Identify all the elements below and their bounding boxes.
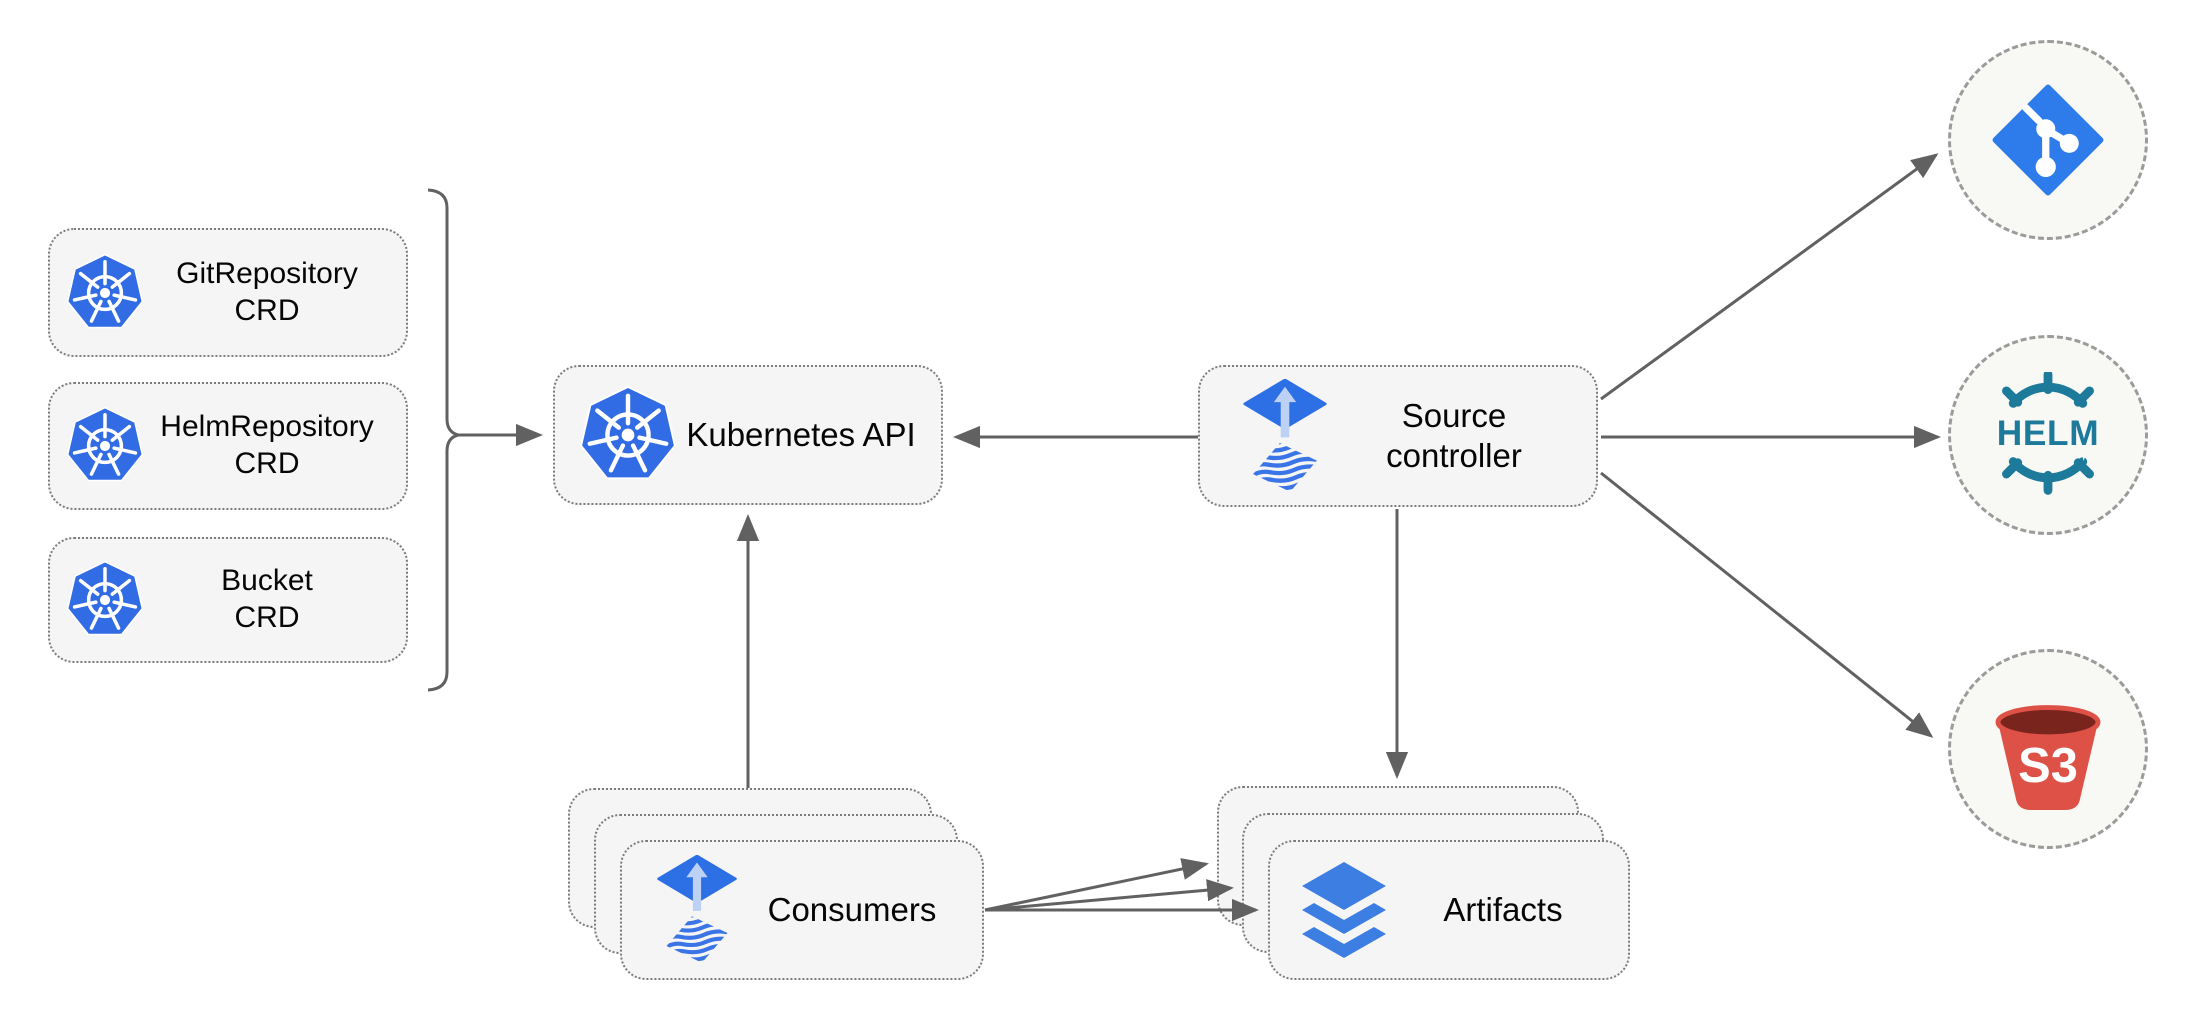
external-helm: HELM	[1948, 335, 2148, 535]
flux-icon	[1243, 378, 1327, 494]
node-source-controller: Source controller	[1198, 365, 1598, 507]
flux-icon	[657, 855, 737, 965]
external-s3: S3	[1948, 649, 2148, 849]
kubernetes-icon	[66, 561, 144, 636]
kubernetes-icon	[66, 253, 144, 328]
layers-icon	[1302, 862, 1386, 958]
node-label: Kubernetes API	[686, 415, 916, 453]
git-icon	[1992, 84, 2104, 196]
helm-label: HELM	[1997, 414, 2099, 453]
arrow-consumers-to-artifacts-back	[984, 858, 1209, 912]
s3-bucket-icon: S3	[1995, 705, 2101, 810]
arrow-source-to-git	[1600, 153, 1939, 401]
node-kubernetes-api: Kubernetes API	[553, 365, 943, 505]
kubernetes-icon	[66, 407, 144, 482]
node-consumers: Consumers	[620, 840, 984, 980]
node-label: Source controller	[1386, 396, 1522, 474]
external-git	[1948, 40, 2148, 240]
crd-group-bracket	[427, 188, 464, 692]
node-label: Consumers	[767, 890, 937, 928]
kubernetes-icon	[580, 386, 676, 480]
node-label: Artifacts	[1443, 890, 1563, 928]
arrow-consumers-to-artifacts-middle	[984, 879, 1234, 912]
s3-label: S3	[2018, 739, 2078, 793]
node-artifacts: Artifacts	[1268, 840, 1630, 980]
helm-icon: HELM	[1991, 372, 2104, 495]
arrow-source-to-s3	[1600, 471, 1934, 738]
